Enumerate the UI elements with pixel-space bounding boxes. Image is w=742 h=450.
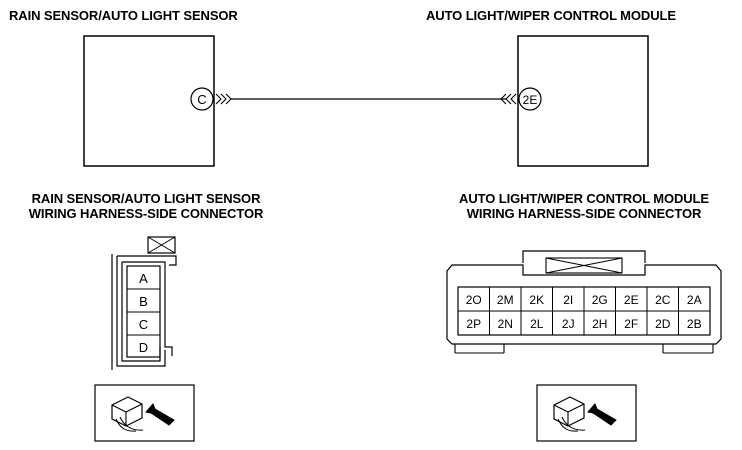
module-pin: 2L bbox=[530, 317, 544, 331]
module-pin: 2K bbox=[529, 293, 544, 307]
sensor-connector-latch bbox=[147, 236, 176, 254]
module-terminal: 2E bbox=[500, 87, 542, 111]
sensor-terminal-label: C bbox=[197, 92, 206, 107]
module-pin: 2I bbox=[563, 293, 573, 307]
module-pin: 2J bbox=[562, 317, 575, 331]
module-connector-title-line1: AUTO LIGHT/WIPER CONTROL MODULE bbox=[459, 191, 709, 206]
sensor-connector: A B C D bbox=[111, 236, 177, 370]
sensor-terminal: C bbox=[190, 87, 232, 111]
module-pin: 2C bbox=[655, 293, 671, 307]
module-pin: 2O bbox=[466, 293, 482, 307]
sensor-pin: A bbox=[139, 271, 148, 286]
sensor-box bbox=[83, 35, 215, 167]
sensor-pin: C bbox=[139, 317, 148, 332]
module-pin: 2H bbox=[592, 317, 607, 331]
module-pin: 2G bbox=[592, 293, 608, 307]
sensor-pin: B bbox=[139, 294, 148, 309]
module-box bbox=[517, 35, 649, 167]
module-pin: 2M bbox=[497, 293, 514, 307]
sensor-view-direction-icon bbox=[94, 384, 195, 442]
module-pin: 2D bbox=[655, 317, 671, 331]
sensor-connector-title-line1: RAIN SENSOR/AUTO LIGHT SENSOR bbox=[31, 191, 261, 206]
module-pin: 2B bbox=[687, 317, 702, 331]
module-pin: 2P bbox=[466, 317, 481, 331]
module-pin: 2E bbox=[624, 293, 639, 307]
module-terminal-label: 2E bbox=[523, 93, 538, 107]
sensor-title: RAIN SENSOR/AUTO LIGHT SENSOR bbox=[9, 8, 238, 23]
module-connector-title-line2: WIRING HARNESS-SIDE CONNECTOR bbox=[466, 206, 702, 221]
sensor-connector-title-line2: WIRING HARNESS-SIDE CONNECTOR bbox=[28, 206, 264, 221]
module-pin: 2N bbox=[498, 317, 513, 331]
module-view-direction-icon bbox=[536, 384, 637, 442]
sensor-pin: D bbox=[139, 340, 148, 355]
module-connector-latch bbox=[522, 250, 646, 263]
module-connector: 2O 2M 2K 2I 2G 2E 2C 2A 2P 2N 2L 2J 2H 2… bbox=[446, 250, 722, 354]
module-title: AUTO LIGHT/WIPER CONTROL MODULE bbox=[426, 8, 676, 23]
module-pin: 2A bbox=[687, 293, 702, 307]
module-pin: 2F bbox=[624, 317, 638, 331]
